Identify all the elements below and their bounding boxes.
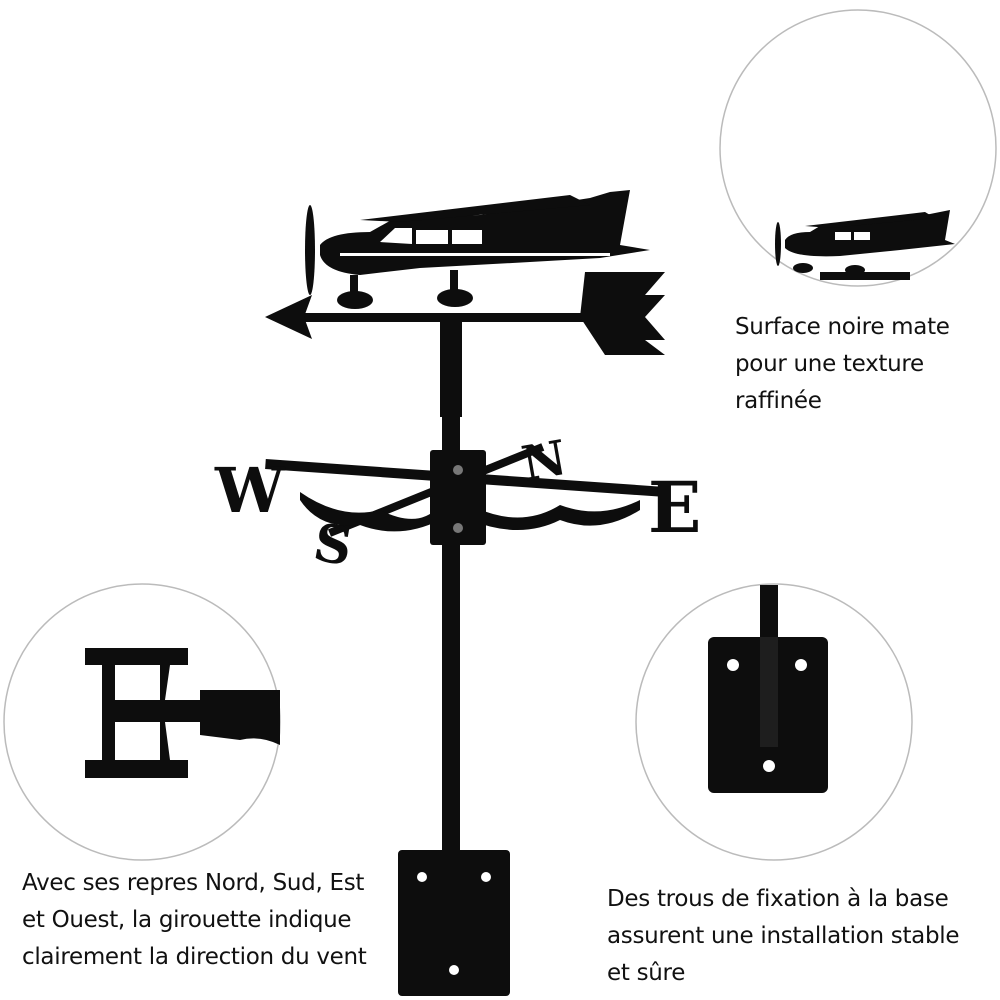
caption-mounting: Des trous de fixation à la base assurent… [607,881,960,992]
center-bracket [430,450,486,545]
detail-mount-plate [708,585,828,793]
caption-line: et sûre [607,960,686,986]
weathervane: W E N S [214,190,701,996]
letter-s: S [309,512,357,579]
airplane-icon [305,190,650,309]
letter-e: E [648,466,701,549]
caption-finish: Surface noire mate pour une texture raff… [735,309,950,420]
detail-airplane [775,210,955,280]
caption-directions: Avec ses repres Nord, Sud, Est et Ouest,… [22,865,367,976]
letter-w: W [214,454,286,527]
caption-line: raffinée [735,388,822,414]
detail-letter-e [85,648,280,778]
caption-line: Avec ses repres Nord, Sud, Est [22,870,365,896]
pole-upper-sleeve [440,322,462,417]
arrow-icon [265,272,665,355]
letter-n: N [518,430,571,493]
base-plate [398,850,510,996]
caption-line: Surface noire mate [735,314,950,340]
caption-line: pour une texture [735,351,924,377]
caption-line: clairement la direction du vent [22,944,367,970]
caption-line: assurent une installation stable [607,923,960,949]
caption-line: Des trous de fixation à la base [607,886,949,912]
caption-line: et Ouest, la girouette indique [22,907,352,933]
